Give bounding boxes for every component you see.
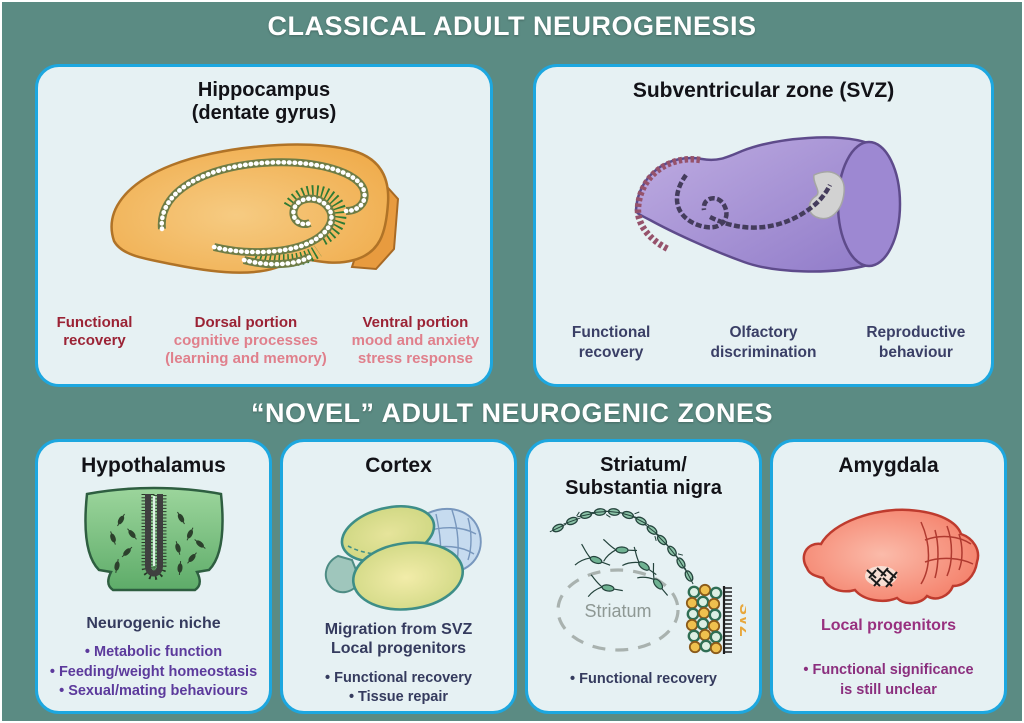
- amygdala-title: Amygdala: [838, 454, 939, 477]
- striatum-title-line2: Substantia nigra: [565, 477, 722, 499]
- bullet-item: • Metabolic function: [84, 644, 223, 661]
- bullet-item: • Feeding/weight homeostasis: [49, 663, 258, 680]
- striatum-panel: Striatum/ Substantia nigra Striatum: [525, 439, 762, 714]
- free-neurons: [574, 538, 668, 598]
- striatum-bullets: • Functional recovery: [528, 670, 759, 690]
- hippocampus-labels: Functional recovery Dorsal portion cogni…: [38, 314, 490, 368]
- hypothalamus-illustration: [83, 486, 224, 592]
- label-heading: Ventral portion: [362, 314, 469, 331]
- cortex-caption: Migration from SVZ Local progenitors: [283, 620, 514, 658]
- amygdala-illustration: [802, 508, 979, 605]
- novel-section-title: “NOVEL” ADULT NEUROGENIC ZONES: [250, 398, 773, 428]
- label-heading: Functional recovery: [56, 314, 133, 349]
- ventricle-wall-bristles: [722, 586, 732, 654]
- label-subtext: mood and anxiety stress response: [351, 332, 480, 367]
- cortex-bullets: • Functional recovery • Tissue repair: [283, 669, 514, 708]
- cortex-caption-line1: Migration from SVZ: [324, 621, 473, 639]
- svz-title: Subventricular zone (SVZ): [632, 79, 895, 102]
- bullet-item: is still unclear: [840, 681, 937, 698]
- hippocampus-label-functional-recovery: Functional recovery: [38, 314, 151, 368]
- cortex-panel: Cortex Migration from SVZ Local: [280, 439, 517, 714]
- hippocampus-title-line1: Hippocampus: [197, 79, 331, 101]
- cortex-title: Cortex: [365, 454, 432, 477]
- amygdala-bullets: • Functional significance is still uncle…: [773, 661, 1004, 700]
- hippocampus-label-ventral-portion: Ventral portion mood and anxiety stress …: [341, 314, 490, 368]
- amygdala-caption: Local progenitors: [820, 617, 957, 635]
- svz-label-reproductive-behaviour: Reproductive behaviour: [866, 324, 966, 361]
- striatum-title-line1: Striatum/: [600, 454, 687, 476]
- classical-section-title: CLASSICAL ADULT NEUROGENESIS: [267, 11, 757, 41]
- hippocampus-title-line2: (dentate gyrus): [191, 102, 337, 124]
- hippocampus-title: Hippocampus (dentate gyrus): [38, 79, 490, 125]
- bullet-item: • Tissue repair: [348, 689, 449, 706]
- svz-illustration: [634, 136, 901, 273]
- striatum-dashed-ellipse: [555, 568, 680, 652]
- striatum-illustration: Striatum: [549, 508, 746, 655]
- hypothalamus-panel: Hypothalamus Neurogenic niche: [35, 439, 272, 714]
- striatum-region-label: Striatum: [584, 601, 651, 621]
- cortex-caption-line2: Local progenitors: [330, 640, 467, 658]
- bullet-item: • Functional recovery: [570, 671, 717, 687]
- bullet-item: • Functional significance: [803, 662, 974, 679]
- amygdala-panel: Amygdala Local progenitors • Fu: [770, 439, 1007, 714]
- hypothalamus-title: Hypothalamus: [81, 454, 226, 477]
- striatum-title: Striatum/ Substantia nigra: [528, 454, 759, 500]
- hypothalamus-caption: Neurogenic niche: [86, 615, 221, 633]
- bullet-item: • Sexual/mating behaviours: [59, 683, 248, 700]
- cortex-illustration: [324, 505, 482, 611]
- svz-vertical-label: SVZ: [736, 603, 746, 636]
- svz-panel: Subventricular zone (SVZ) Functional rec…: [533, 64, 994, 387]
- label-heading: Dorsal portion: [194, 314, 298, 331]
- label-subtext: cognitive processes (learning and memory…: [165, 332, 327, 367]
- hippocampus-panel: Hippocampus (dentate gyrus) Functional r…: [35, 64, 493, 387]
- amygdala-cell-cluster: [864, 566, 898, 588]
- migrating-cell-stream: [549, 508, 694, 585]
- hippocampus-label-dorsal-portion: Dorsal portion cognitive processes (lear…: [151, 314, 341, 368]
- hippocampus-illustration: [110, 143, 400, 274]
- svz-label-functional-recovery: Functional recovery: [571, 324, 651, 361]
- svz-cell-column: [685, 583, 722, 655]
- hypothalamus-bullets: • Metabolic function • Feeding/weight ho…: [38, 643, 269, 702]
- svz-label-olfactory-discrimination: Olfactory discrimination: [710, 324, 817, 361]
- svz-labels: Functional recovery Olfactory discrimina…: [536, 323, 991, 362]
- bullet-item: • Functional recovery: [325, 669, 472, 686]
